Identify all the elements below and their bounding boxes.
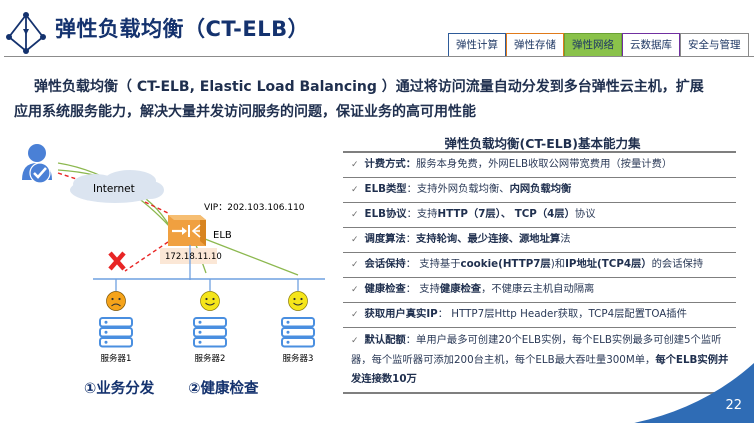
tab-security-management[interactable]: 安全与管理: [680, 33, 749, 56]
server-icon: [281, 317, 315, 348]
check-icon: ✓: [351, 336, 359, 346]
network-diamond-icon: [6, 12, 46, 54]
server-label: 服务器1: [101, 353, 132, 364]
happy-face-icon: [288, 291, 308, 311]
page-number: 22: [725, 398, 742, 413]
corner-accent: [634, 363, 754, 423]
tab-elastic-network[interactable]: 弹性网络: [564, 33, 622, 56]
intro-line-2: 应用系统服务能力，解决大量并发访问服务的问题，保证业务的高可用性能: [14, 104, 476, 120]
check-icon: ✓: [351, 310, 359, 320]
capability-emphasis: 会话保持: [364, 258, 406, 270]
capability-emphasis: 健康检查: [439, 283, 482, 295]
traffic-line: [204, 238, 299, 276]
capability-item: ✓ ELB类型：支持外网负载均衡、内网负载均衡: [343, 178, 736, 203]
capability-text: 服务本身免费，外网ELB收取公网带宽费用（按量计费）: [416, 158, 673, 170]
capability-list: ✓计费方式：服务本身免费，外网ELB收取公网带宽费用（按量计费）✓ELB类型：支…: [343, 153, 736, 394]
tab-elastic-storage[interactable]: 弹性存储: [506, 33, 564, 56]
header-divider: [4, 56, 754, 57]
vip-label: VIP：202.103.106.110: [204, 203, 305, 213]
capability-emphasis: 健康检查: [364, 283, 406, 295]
internet-cloud-icon: [70, 170, 164, 203]
intro-line-1: 弹性负载均衡（ CT-ELB, Elastic Load Balancing ）…: [34, 79, 704, 95]
step-2-label: ②健康检查: [188, 381, 259, 397]
category-tabs: 弹性计算 弹性存储 弹性网络 云数据库 安全与管理: [448, 33, 749, 57]
sad-face-icon: [106, 291, 126, 311]
step-1-label: ①业务分发: [84, 381, 155, 397]
step-labels: ①业务分发 ②健康检查: [84, 377, 259, 398]
capability-text: 的会话保持: [651, 258, 704, 270]
capability-emphasis: ELB协议: [364, 208, 407, 220]
user-icon: [22, 144, 52, 184]
capability-panel-title: 弹性负载均衡(CT-ELB)基本能力集: [444, 136, 641, 151]
capability-text: ：: [405, 233, 417, 245]
tab-cloud-database[interactable]: 云数据库: [622, 33, 680, 56]
failed-route-line: [144, 201, 171, 215]
capability-item: ✓ 调度算法：支持轮询、最少连接、源地址算法: [343, 228, 736, 253]
check-icon: ✓: [351, 235, 359, 245]
capability-item: ✓ 获取用户真实IP： HTTP7层Http Header获取，TCP4层配置TO…: [343, 303, 736, 328]
capability-text: )和: [550, 258, 566, 270]
server-icon: [99, 317, 133, 348]
check-icon: ✓: [351, 160, 359, 170]
capability-item: ✓ 会话保持： 支持基于cookie(HTTP7层)和IP地址(TCP4层）的会话…: [343, 253, 736, 278]
capability-emphasis: cookie(HTTP7层: [460, 258, 551, 270]
server-label: 服务器2: [195, 353, 226, 364]
elb-architecture-diagram: Internet VIP：202.103.106.110 ELB 172.18.…: [22, 144, 325, 364]
check-icon: ✓: [351, 185, 359, 195]
capability-item: ✓ 默认配额：单用户最多可创建20个ELB实例，每个ELB实例最多可创建5个监听器…: [343, 328, 736, 394]
server-label: 服务器3: [283, 353, 314, 364]
check-icon: ✓: [351, 285, 359, 295]
capability-text: ，不健康云主机自动隔离: [481, 283, 595, 295]
capability-emphasis: 内网负载均衡: [509, 183, 572, 195]
intro-paragraph: 弹性负载均衡（ CT-ELB, Elastic Load Balancing ）…: [14, 75, 749, 125]
capability-text: 法: [560, 233, 571, 245]
internal-ip-label: 172.18.11.10: [165, 252, 222, 262]
panel-divider: [343, 151, 736, 153]
failure-x-icon: [108, 251, 126, 271]
failed-route-line: [124, 241, 169, 272]
capability-emphasis: 默认配额: [364, 334, 406, 346]
capability-emphasis: 每个ELB实例并发连接数10万: [351, 354, 729, 385]
capability-text: ：支持: [406, 208, 438, 220]
capability-emphasis: ELB类型: [364, 183, 407, 195]
capability-item: ✓健康检查： 支持健康检查，不健康云主机自动隔离: [343, 278, 736, 303]
capability-emphasis: IP地址(TCP4层）: [565, 258, 652, 270]
happy-face-icon: [200, 291, 220, 311]
capability-emphasis: HTTP（7层）、 TCP（4层）: [437, 208, 575, 220]
elb-device-icon: [168, 215, 206, 246]
elb-label: ELB: [213, 230, 232, 241]
internal-ip-badge: [160, 248, 217, 264]
capability-text: ：支持外网负载均衡、: [406, 183, 510, 195]
tab-elastic-compute[interactable]: 弹性计算: [448, 33, 506, 56]
capability-emphasis: 获取用户真实IP: [364, 308, 438, 320]
internet-label: Internet: [93, 183, 135, 195]
capability-text: ： HTTP7层Http Header获取，TCP4层配置TOA插件: [437, 308, 687, 320]
capability-text: 协议: [574, 208, 596, 220]
check-icon: ✓: [351, 260, 359, 270]
capability-text: ： 支持: [405, 283, 440, 295]
capability-item: ✓ 计费方式：服务本身免费，外网ELB收取公网带宽费用（按量计费）: [343, 153, 736, 178]
check-icon: ✓: [351, 210, 359, 220]
capability-emphasis: 计费方式：: [364, 158, 417, 170]
capability-emphasis: 支持轮询、最少连接、源地址算: [416, 233, 561, 245]
capability-text: ：单用户最多可创建20个ELB实例，每个ELB实例最多可创建5个监听器，每个监听…: [351, 334, 722, 366]
server-icon: [193, 317, 227, 348]
capability-emphasis: 调度算法: [364, 233, 406, 245]
capability-text: ： 支持基于: [405, 258, 461, 270]
capability-item: ✓ ELB协议：支持HTTP（7层）、 TCP（4层）协议: [343, 203, 736, 228]
page-title: 弹性负载均衡（CT-ELB）: [55, 17, 310, 41]
